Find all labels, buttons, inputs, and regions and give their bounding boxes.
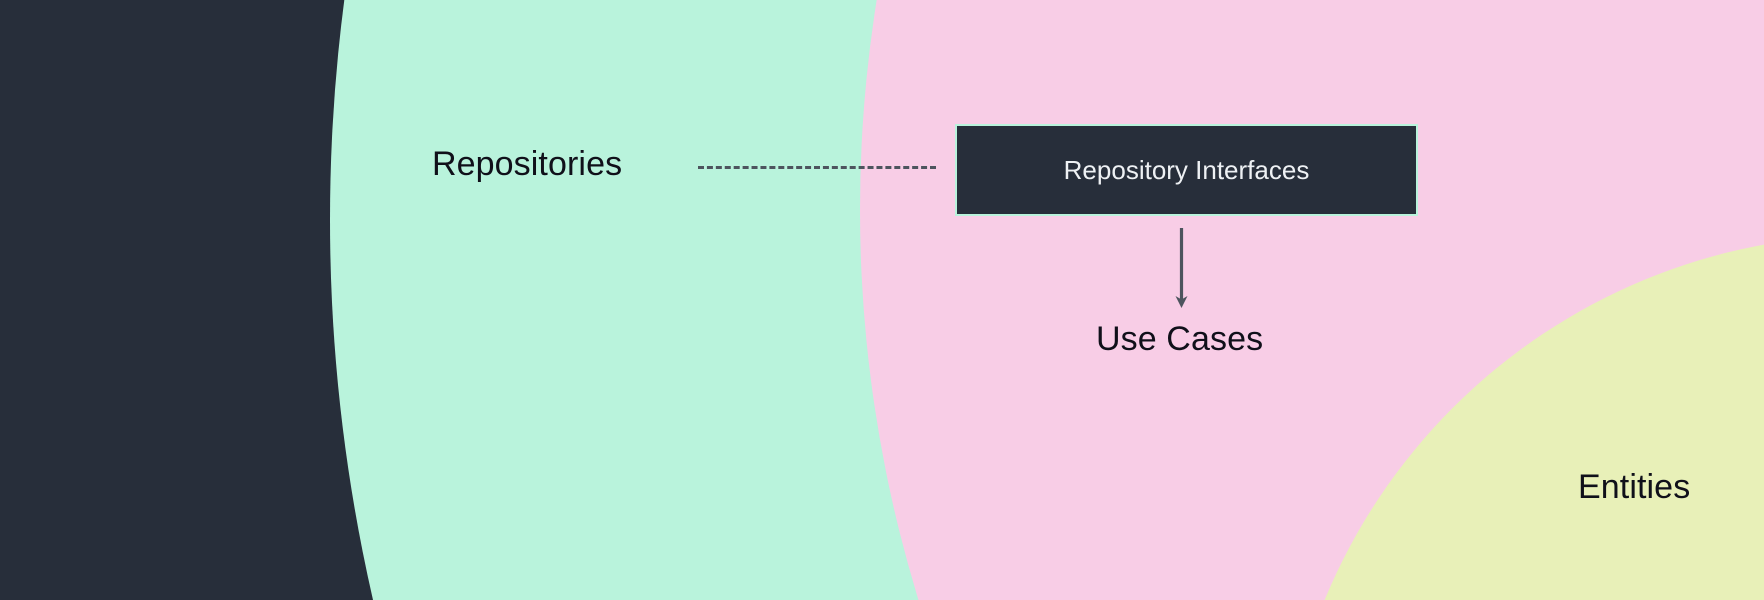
node-repository-interfaces-label: Repository Interfaces [1063,155,1310,185]
arrow-head [1175,296,1188,308]
arrow-down-icon [1175,228,1188,308]
ring-label-entities: Entities [1578,468,1691,506]
dashed-connector-repositories-to-interfaces [698,166,936,169]
ring-label-repositories: Repositories [432,145,623,183]
node-repository-interfaces[interactable]: Repository Interfaces [955,124,1418,216]
ring-label-use-cases: Use Cases [1096,320,1264,358]
